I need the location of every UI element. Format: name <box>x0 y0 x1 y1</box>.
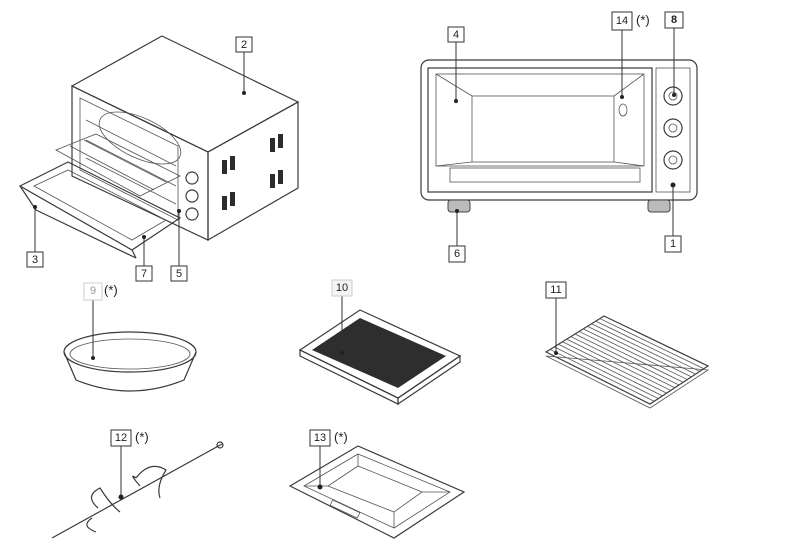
rack-rung <box>595 320 700 372</box>
label-5: 5 <box>170 265 188 282</box>
rack-rung <box>566 338 671 391</box>
svg-text:11: 11 <box>550 284 561 296</box>
svg-text:9: 9 <box>90 285 96 297</box>
label-7: 7 <box>135 265 153 282</box>
svg-text:6: 6 <box>454 248 460 260</box>
svg-text:3: 3 <box>32 254 38 266</box>
label-11: 11 <box>545 281 567 299</box>
svg-text:(*): (*) <box>104 283 118 298</box>
rack-rung <box>558 343 663 397</box>
svg-text:2: 2 <box>241 39 247 51</box>
rack-rung <box>574 333 680 386</box>
rack-rung <box>570 336 676 389</box>
label-6: 6 <box>448 245 466 263</box>
svg-text:8: 8 <box>671 14 677 26</box>
label-13: 13 (*) <box>309 429 348 447</box>
label-1: 1 <box>664 235 682 253</box>
oven-perspective-view <box>18 35 300 259</box>
svg-text:5: 5 <box>176 268 182 280</box>
rack-rung <box>591 323 696 375</box>
svg-text:13: 13 <box>314 432 326 444</box>
wire-rack <box>544 315 710 409</box>
svg-text:1: 1 <box>670 238 676 250</box>
label-2: 2 <box>235 36 253 53</box>
rack-rung <box>587 325 692 378</box>
rack-rung <box>554 346 659 399</box>
svg-text:14: 14 <box>616 15 628 27</box>
rack-rung <box>599 318 705 370</box>
svg-text:7: 7 <box>141 268 147 280</box>
label-4: 4 <box>447 26 465 43</box>
svg-text:(*): (*) <box>135 430 149 445</box>
svg-text:10: 10 <box>336 282 348 294</box>
drip-tray <box>288 445 466 539</box>
baking-tray <box>298 309 462 406</box>
label-14: 14 (*) <box>611 11 650 31</box>
rack-rung <box>562 341 667 394</box>
label-10: 10 <box>331 279 353 297</box>
oven-front-view <box>420 59 698 213</box>
svg-text:(*): (*) <box>334 430 348 445</box>
leader-lines <box>33 28 676 500</box>
label-9: 9 (*) <box>83 282 118 301</box>
label-8: 8 <box>664 11 684 29</box>
svg-text:12: 12 <box>115 432 127 444</box>
baking-pan <box>63 331 197 392</box>
rotisserie-spit <box>51 441 224 539</box>
label-12: 12 (*) <box>110 429 149 447</box>
rack-rung <box>578 331 684 383</box>
label-3: 3 <box>26 251 44 268</box>
rack-rung <box>583 328 688 380</box>
svg-text:4: 4 <box>453 29 459 41</box>
rack-rung <box>549 349 655 402</box>
svg-text:(*): (*) <box>636 13 650 28</box>
